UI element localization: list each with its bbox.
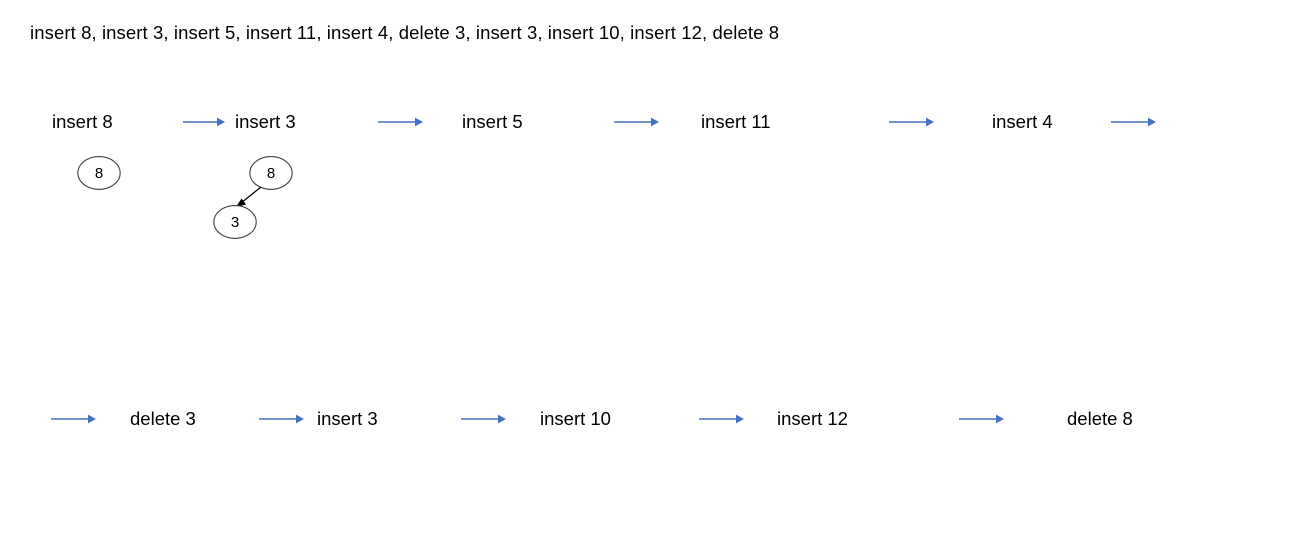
arrow-right-icon-10 [959, 412, 1004, 426]
step-label-insert-12: insert 12 [777, 408, 848, 429]
arrow-right-icon-1 [183, 115, 225, 129]
tree-node-3-state2: 3 [213, 205, 257, 239]
svg-text:3: 3 [231, 214, 239, 231]
tree-node-8-state1: 8 [77, 156, 121, 190]
step-label-insert-8: insert 8 [52, 111, 113, 132]
step-label-insert-11: insert 11 [701, 111, 771, 132]
step-label-delete-8: delete 8 [1067, 408, 1133, 429]
arrow-right-icon-2 [378, 115, 423, 129]
arrow-right-icon-7 [259, 412, 304, 426]
step-label-insert-3: insert 3 [235, 111, 296, 132]
arrow-right-icon-6 [51, 412, 96, 426]
arrow-right-icon-3 [614, 115, 659, 129]
tree-node-8-state2: 8 [249, 156, 293, 190]
step-label-insert-5: insert 5 [462, 111, 523, 132]
arrow-right-icon-8 [461, 412, 506, 426]
arrow-right-icon-4 [889, 115, 934, 129]
arrow-right-icon-9 [699, 412, 744, 426]
tree-edge-8-to-3 [224, 184, 269, 216]
step-label-insert-3-second: insert 3 [317, 408, 378, 429]
step-label-insert-4: insert 4 [992, 111, 1053, 132]
operation-sequence-title: insert 8, insert 3, insert 5, insert 11,… [30, 22, 780, 43]
arrow-right-icon-5 [1111, 115, 1156, 129]
svg-text:8: 8 [267, 165, 275, 182]
svg-text:8: 8 [95, 165, 103, 182]
step-label-delete-3: delete 3 [130, 408, 196, 429]
step-label-insert-10: insert 10 [540, 408, 611, 429]
